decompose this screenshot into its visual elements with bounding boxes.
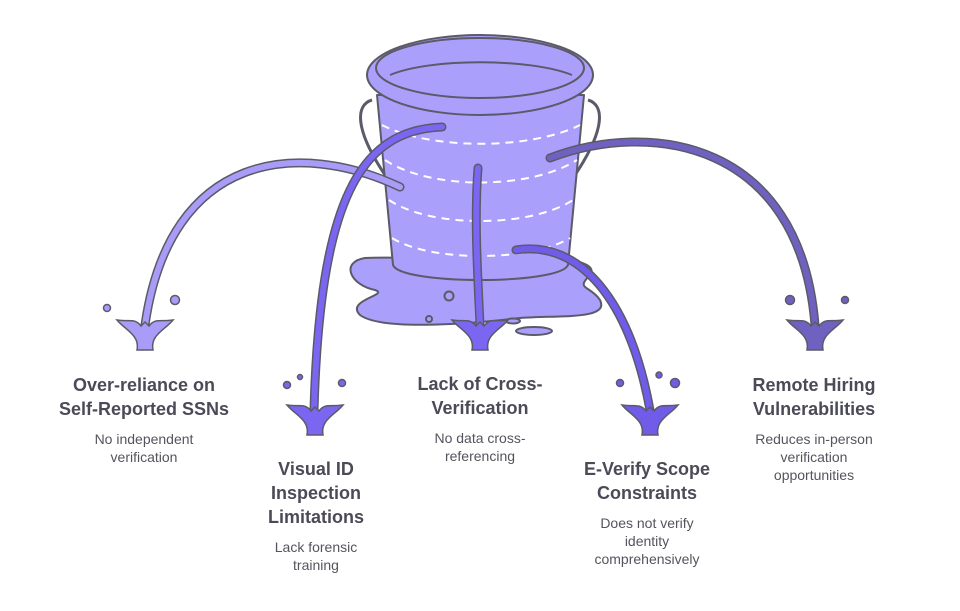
item-description: No data cross-referencing [434,430,526,464]
splash-2 [282,373,347,436]
item-title: Lack of Cross-Verification [417,374,543,418]
item-description: Reduces in-person verification opportuni… [755,431,873,483]
splash-5 [784,294,850,351]
item-title: Over-reliance on Self-Reported SSNs [58,375,230,419]
item-title: Remote Hiring Vulnerabilities [752,375,876,419]
splash-3 [450,318,510,351]
splash-4 [615,371,681,436]
item-visual-id: Visual ID Inspection Limitations Lack fo… [226,457,406,574]
item-over-reliance: Over-reliance on Self-Reported SSNs No i… [54,373,234,466]
item-title: Visual ID Inspection Limitations [267,459,364,527]
item-description: Lack forensic training [274,539,358,573]
item-title: E-Verify Scope Constraints [583,459,711,503]
item-e-verify: E-Verify Scope Constraints Does not veri… [557,457,737,568]
item-description: No independent verification [94,431,194,465]
item-cross-verification: Lack of Cross-Verification No data cross… [390,372,570,465]
splash-1 [102,294,181,351]
item-description: Does not verify identity comprehensively [594,515,700,567]
item-remote-hiring: Remote Hiring Vulnerabilities Reduces in… [724,373,904,484]
